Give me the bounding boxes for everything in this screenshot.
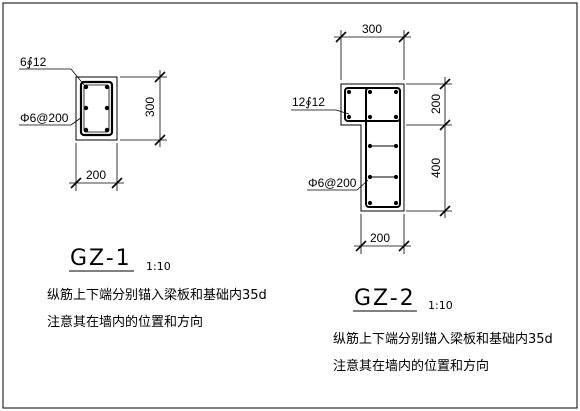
gz2-bar	[393, 143, 399, 149]
gz1-stirrup-leader	[19, 116, 83, 126]
gz2-dim-lower-height: 400	[429, 158, 443, 178]
gz1-scale: 1:10	[146, 260, 171, 273]
gz2-title: GZ-2	[354, 286, 416, 311]
gz1-dim-tick	[154, 71, 166, 83]
gz2-bar	[367, 174, 373, 180]
gz1-dim-width: 200	[86, 168, 106, 182]
gz1-bars	[83, 84, 110, 133]
gz2-dim-top-width: 300	[362, 22, 382, 36]
gz2-stirrup-leader	[307, 179, 369, 191]
gz1-stirrup	[79, 80, 114, 137]
gz1-title: GZ-1	[70, 246, 132, 271]
gz1-section: 6∮12 Φ6@200 300 200 GZ-1 1:10 纵筋上下端分别锚入梁…	[19, 55, 267, 330]
gz1-note-line2: 注意其在墙内的位置和方向	[47, 314, 203, 330]
gz2-stirrup-label: Φ6@200	[308, 176, 357, 190]
gz2-dim-tick	[398, 240, 410, 252]
gz1-outline	[75, 76, 118, 141]
gz2-note-line1: 纵筋上下端分别锚入梁板和基础内35d	[333, 331, 553, 347]
gz1-dim-tick	[111, 177, 123, 189]
gz1-bar	[104, 105, 110, 111]
gz2-bar	[393, 174, 399, 180]
gz1-dim-height: 300	[143, 97, 157, 117]
gz2-bar	[393, 200, 399, 206]
gz2-bar	[367, 114, 373, 120]
gz2-dim-bottom-width: 200	[370, 231, 390, 245]
gz2-bar-leader	[291, 109, 350, 115]
gz2-dim-tick	[439, 119, 451, 131]
gz2-stirrup-vertical	[365, 87, 401, 208]
gz1-bar	[83, 127, 89, 133]
gz2-dim-tick	[335, 31, 347, 43]
gz1-bar-label: 6∮12	[20, 55, 47, 69]
gz2-scale: 1:10	[428, 299, 453, 312]
gz2-dim-tick	[439, 205, 451, 217]
gz2-stirrup-top	[344, 87, 401, 122]
gz2-dim-tick	[355, 240, 367, 252]
gz1-bar	[104, 84, 110, 90]
gz2-section: 12∮12 Φ6@200 300 200 400 200 GZ-2 1:10 纵…	[291, 22, 553, 374]
gz1-stirrup-label: Φ6@200	[20, 111, 69, 125]
gz2-outline	[340, 83, 405, 212]
gz2-bar-label: 12∮12	[292, 95, 325, 109]
gz1-dim-tick	[154, 134, 166, 146]
gz2-note-line2: 注意其在墙内的位置和方向	[333, 358, 489, 374]
gz2-dim-tick	[398, 31, 410, 43]
gz2-bar	[393, 114, 399, 120]
gz2-bar	[367, 89, 373, 95]
gz1-dim-tick	[70, 177, 82, 189]
gz2-bar	[367, 143, 373, 149]
gz1-bar	[83, 105, 89, 111]
gz2-bar	[346, 89, 352, 95]
gz2-bar	[393, 89, 399, 95]
gz2-dim-tick	[439, 78, 451, 90]
gz1-bar-leader	[19, 68, 86, 87]
gz2-bar	[367, 200, 373, 206]
gz2-dim-upper-height: 200	[429, 94, 443, 114]
gz1-note-line1: 纵筋上下端分别锚入梁板和基础内35d	[47, 287, 267, 303]
gz2-bar	[346, 114, 352, 120]
gz1-bar	[104, 127, 110, 133]
gz2-bars	[346, 89, 399, 206]
